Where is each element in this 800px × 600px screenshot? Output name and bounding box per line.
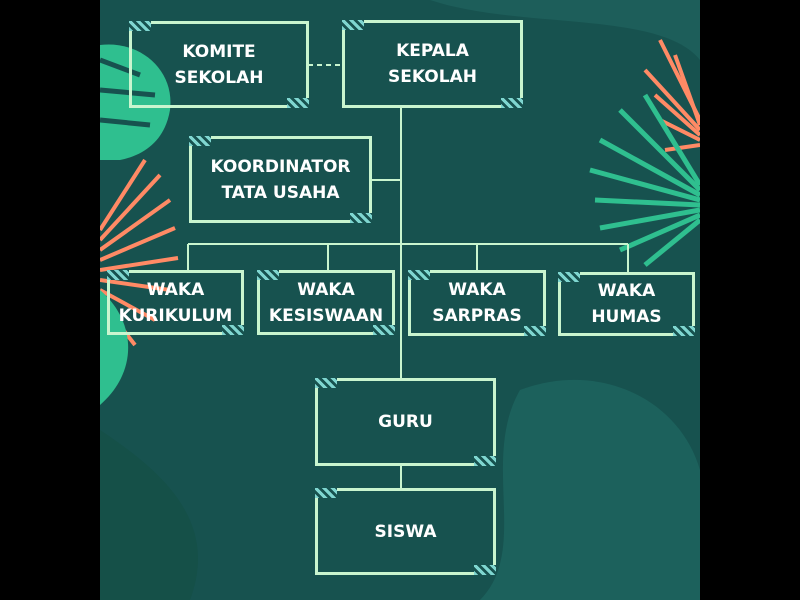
node-kepala-sekolah: KEPALA SEKOLAH <box>342 20 523 108</box>
connector-lines <box>187 64 629 488</box>
bg-blob-bottom-right <box>480 379 700 600</box>
orange-palm-right <box>643 39 700 152</box>
green-leaf-left <box>100 44 171 161</box>
green-palm-right <box>589 93 700 267</box>
node-guru: GURU <box>315 378 496 466</box>
node-komite-sekolah: KOMITE SEKOLAH <box>129 21 309 108</box>
bg-blob-bottom-left <box>100 430 198 600</box>
node-label: WAKA SARPRAS <box>432 280 522 326</box>
node-label: KOMITE SEKOLAH <box>174 41 264 88</box>
node-label: KEPALA SEKOLAH <box>388 41 477 87</box>
node-label: WAKA KURIKULUM <box>118 279 233 326</box>
node-label: SISWA <box>374 521 437 542</box>
node-label: WAKA HUMAS <box>591 281 662 327</box>
node-siswa: SISWA <box>315 488 496 575</box>
node-waka-sarpras: WAKA SARPRAS <box>408 270 546 336</box>
org-chart-poster: KOMITE SEKOLAH KEPALA SEKOLAH KOORDINATO… <box>100 0 700 600</box>
node-koordinator-tata-usaha: KOORDINATOR TATA USAHA <box>189 136 372 223</box>
node-waka-kurikulum: WAKA KURIKULUM <box>107 270 244 335</box>
node-label: WAKA KESISWAAN <box>268 279 384 326</box>
node-label: GURU <box>378 412 433 432</box>
bg-blob-top <box>430 0 700 60</box>
node-label: KOORDINATOR TATA USAHA <box>210 156 351 203</box>
node-waka-kesiswaan: WAKA KESISWAAN <box>257 270 395 335</box>
node-waka-humas: WAKA HUMAS <box>558 272 695 336</box>
background-decor <box>100 0 700 600</box>
